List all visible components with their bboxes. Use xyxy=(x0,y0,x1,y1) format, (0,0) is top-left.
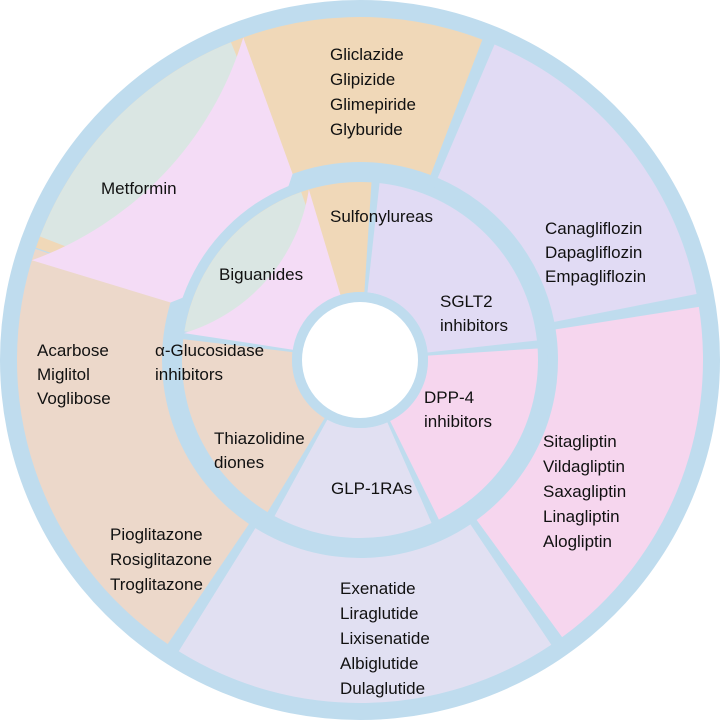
inner-segment-biguanides xyxy=(184,189,341,350)
inner-segments xyxy=(181,182,538,538)
class-label-sulfonylureas: Sulfonylureas xyxy=(330,207,433,226)
inner-segment-tzd xyxy=(181,339,325,513)
inner-segment-sglt2 xyxy=(367,183,537,353)
outer-segment-tzd xyxy=(16,248,249,645)
inner-segment-dpp4 xyxy=(390,348,538,520)
class-label-glp1: GLP-1RAs xyxy=(331,479,412,498)
outer-segments xyxy=(16,16,703,704)
outer-segment-sglt2 xyxy=(437,44,697,322)
outer-segment-glp1 xyxy=(178,524,552,704)
outer-segment-dpp4 xyxy=(476,306,703,638)
class-label-biguanides: Biguanides xyxy=(219,265,303,284)
drug-list-biguanides: Metformin xyxy=(101,179,177,198)
inner-segment-glp1 xyxy=(274,419,432,538)
center-hole xyxy=(302,302,418,418)
